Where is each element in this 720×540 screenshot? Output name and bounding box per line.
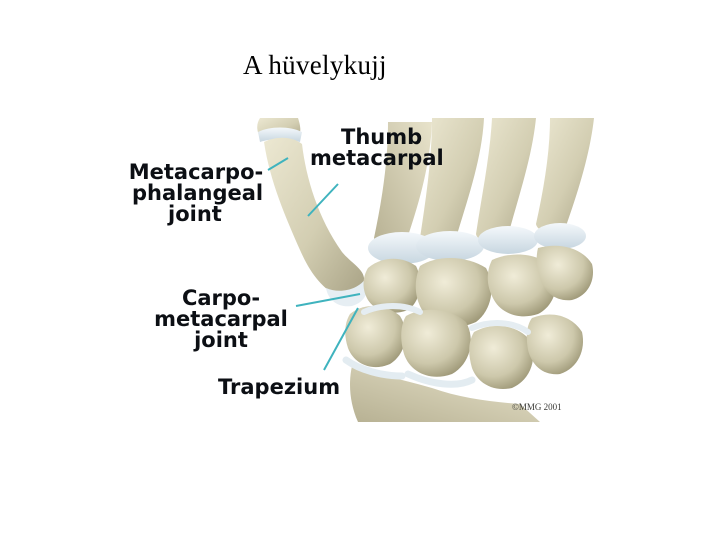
label-mcp-joint-line-2: phalangeal (122, 183, 270, 204)
label-thumb-metacarpal-line-2: metacarpal (310, 148, 444, 169)
label-cmc-joint-line-3: joint (150, 330, 292, 351)
label-cmc-joint-line-1: Carpo- (150, 288, 292, 309)
label-thumb-metacarpal-line-1: Thumb (340, 127, 444, 148)
label-cmc-joint-line-2: metacarpal (150, 309, 292, 330)
label-trapezium: Trapezium (218, 377, 340, 398)
label-cmc-joint: Carpo- metacarpal joint (150, 288, 292, 351)
label-mcp-joint: Metacarpo- phalangeal joint (122, 162, 270, 225)
carpal-bones (345, 246, 593, 422)
slide-title: A hüvelykujj (243, 50, 387, 81)
label-thumb-metacarpal: Thumb metacarpal (340, 127, 444, 169)
label-mcp-joint-line-1: Metacarpo- (122, 162, 270, 183)
copyright-notice: ©MMG 2001 (512, 402, 562, 412)
label-mcp-joint-line-3: joint (122, 204, 270, 225)
